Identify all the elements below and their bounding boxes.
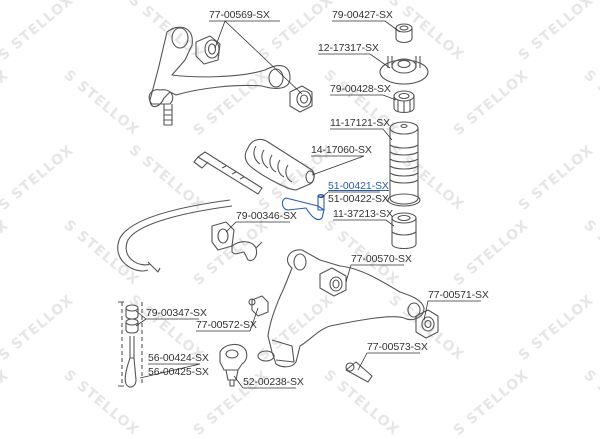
steering-boot-icon <box>244 138 315 191</box>
bump-stop-icon <box>391 212 417 250</box>
stabilizer-bar-icon <box>117 199 233 273</box>
leader-lines <box>135 20 481 389</box>
part-label-12-17317[interactable]: 12-17317-SX <box>318 42 379 54</box>
bushing-icon <box>248 295 269 317</box>
stabilizer-bushing-icon <box>211 221 235 251</box>
part-label-56-00424[interactable]: 56-00424-SX <box>148 352 209 364</box>
part-label-51-00421-link[interactable]: 51-00421-SX <box>328 180 389 192</box>
pin-bushing-icon <box>345 361 373 383</box>
part-label-56-00425[interactable]: 56-00425-SX <box>148 366 209 378</box>
part-label-14-17060[interactable]: 14-17060-SX <box>311 144 372 156</box>
bump-stop-top-icon <box>395 23 413 44</box>
part-label-79-00346[interactable]: 79-00346-SX <box>236 210 297 222</box>
upper-control-arm-icon <box>148 26 291 126</box>
bushing-icon <box>319 267 347 297</box>
bearing-icon <box>393 90 415 114</box>
bushing-icon <box>415 309 439 339</box>
part-label-11-37213[interactable]: 11-37213-SX <box>333 208 393 220</box>
ball-joint-icon <box>219 343 248 387</box>
bushing-icon <box>195 35 221 65</box>
bushing-icon <box>289 85 313 113</box>
part-label-77-00569[interactable]: 77-00569-SX <box>209 9 270 21</box>
diagram-drawing <box>117 20 481 389</box>
inner-tie-rod-icon <box>193 151 263 195</box>
part-label-11-17121[interactable]: 11-17121-SX <box>330 117 390 129</box>
part-label-51-00422[interactable]: 51-00422-SX <box>328 193 389 205</box>
dust-boot-icon <box>387 121 421 207</box>
part-label-79-00428[interactable]: 79-00428-SX <box>330 83 391 95</box>
strut-mount-icon <box>379 56 429 85</box>
part-label-77-00570[interactable]: 77-00570-SX <box>351 253 412 265</box>
part-label-79-00427[interactable]: 79-00427-SX <box>332 9 393 21</box>
part-label-77-00572[interactable]: 77-00572-SX <box>196 319 257 331</box>
part-label-77-00571[interactable]: 77-00571-SX <box>428 289 489 301</box>
lower-control-arm-icon <box>257 249 425 368</box>
part-label-52-00238[interactable]: 52-00238-SX <box>243 376 304 388</box>
stabilizer-link-icon <box>118 301 143 388</box>
part-label-77-00573[interactable]: 77-00573-SX <box>367 341 428 353</box>
stabilizer-bracket-icon <box>231 241 263 261</box>
part-label-79-00347[interactable]: 79-00347-SX <box>146 307 207 319</box>
